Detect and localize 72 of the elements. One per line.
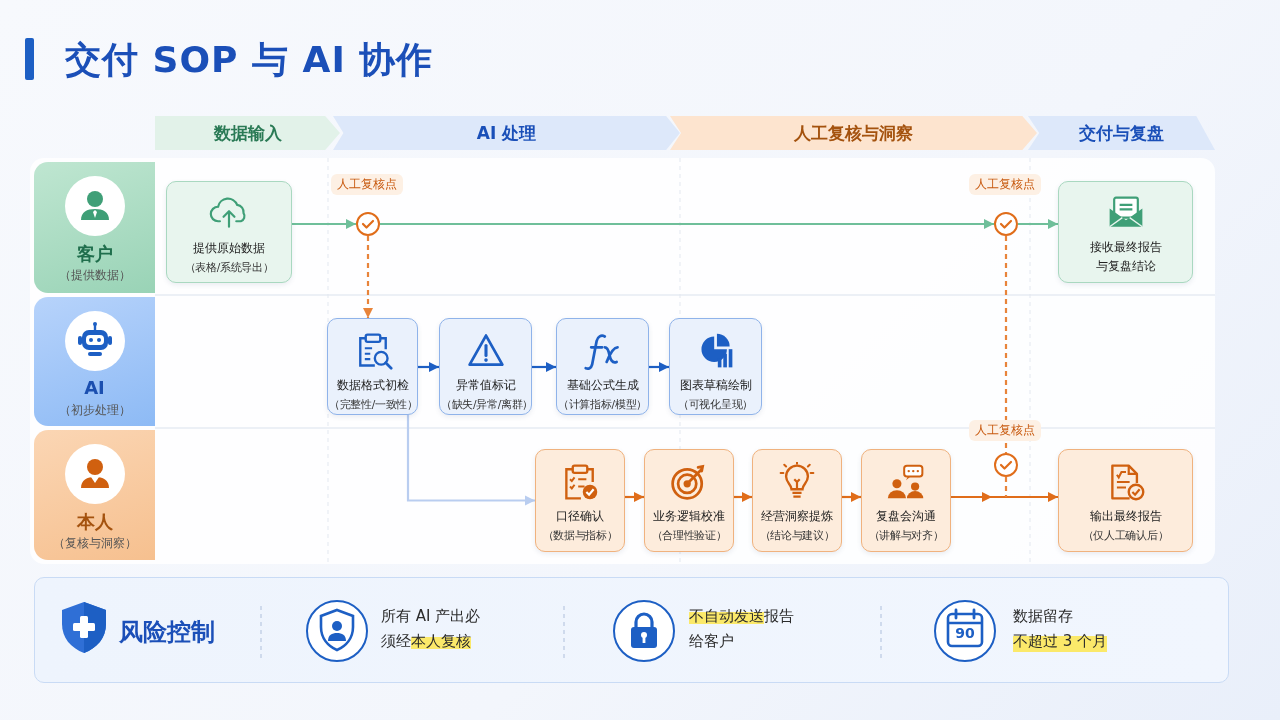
step-title: 复盘会沟通 — [875, 508, 937, 525]
phase-title: 交付与复盘 — [1079, 121, 1164, 145]
step-subtitle: （可视化呈现） — [677, 398, 754, 412]
phase-banner — [670, 116, 1037, 150]
lane-title: 本人 — [75, 510, 114, 534]
step-subtitle: （合理性验证） — [650, 529, 728, 543]
arrow — [292, 219, 356, 229]
dashed-connector — [1004, 477, 1008, 497]
panel-title: 风险控制 — [119, 617, 215, 648]
step-subtitle: （结论与建议） — [758, 529, 836, 543]
step-subtitle: （计算指标/模型） — [558, 398, 647, 412]
checkpoint-label: 人工复核点 — [331, 174, 403, 195]
arrow — [842, 492, 861, 502]
step-title: 数据格式初检 — [335, 377, 410, 394]
step-subtitle: （数据与指标） — [541, 529, 619, 543]
process-card — [669, 318, 762, 415]
arrow — [418, 362, 439, 372]
process-card — [1058, 181, 1193, 283]
phase-banner — [1028, 116, 1215, 150]
arrow — [406, 415, 535, 506]
process-card — [439, 318, 532, 415]
step-title: 基础公式生成 — [565, 377, 640, 394]
lane-header — [34, 162, 155, 293]
step-title: 提供原始数据 — [192, 240, 266, 257]
step-subtitle: （完整性/一致性） — [329, 398, 416, 412]
step-title: 口径确认 — [555, 508, 605, 525]
lane-header — [34, 430, 155, 560]
lane-subtitle: （复核与洞察） — [51, 535, 138, 552]
process-card — [556, 318, 649, 415]
lane-subtitle: （提供数据） — [57, 267, 132, 284]
arrow — [734, 492, 752, 502]
phase-title: 数据输入 — [213, 121, 282, 145]
process-card — [752, 449, 842, 552]
arrow — [951, 492, 1058, 502]
process-card — [1058, 449, 1193, 552]
arrow — [1018, 219, 1058, 229]
risk-note: 数据留存不超过 3 个月 — [1013, 604, 1113, 654]
phase-title: AI 处理 — [476, 121, 537, 145]
calendar-day-number: 90 — [954, 625, 976, 641]
lane-header — [34, 297, 155, 426]
step-subtitle: （讲解与对齐） — [867, 529, 945, 543]
page-title: 交付 SOP 与 AI 协作 — [65, 38, 434, 82]
risk-note: 所有 AI 产出必须经本人复核 — [381, 606, 482, 652]
step-title: 图表草稿绘制 — [678, 377, 753, 394]
process-card — [327, 318, 418, 415]
phase-title: 人工复核与洞察 — [794, 121, 913, 145]
checkpoint-label: 人工复核点 — [969, 174, 1041, 195]
process-card — [535, 449, 625, 552]
step-title: 业务逻辑校准 — [652, 508, 726, 525]
dashed-connector — [1004, 236, 1008, 453]
arrow — [649, 362, 669, 372]
arrow — [380, 219, 994, 229]
phase-banner — [333, 116, 680, 150]
process-card — [166, 181, 292, 283]
lane-title: 客户 — [75, 242, 114, 266]
step-title: 输出最终报告 — [1088, 508, 1163, 525]
risk-note: 不自动发送报告给客户 — [689, 606, 795, 652]
dashed-connector — [363, 236, 373, 318]
step-subtitle: （表格/系统导出） — [183, 261, 275, 275]
step-subtitle: （仅人工确认后） — [1081, 529, 1170, 543]
step-title: 经营洞察提炼 — [760, 508, 834, 525]
checkpoint-label: 人工复核点 — [969, 420, 1041, 441]
step-subtitle: （缺失/异常/离群） — [441, 398, 530, 412]
lane-title: AI — [83, 377, 106, 398]
phase-banner — [155, 116, 340, 150]
lane-subtitle: （初步处理） — [57, 402, 132, 419]
process-card — [644, 449, 734, 552]
arrow — [532, 362, 556, 372]
process-card — [861, 449, 951, 552]
arrow — [625, 492, 644, 502]
step-title: 接收最终报告与复盘结论 — [1088, 239, 1163, 276]
step-title: 异常值标记 — [454, 377, 517, 394]
